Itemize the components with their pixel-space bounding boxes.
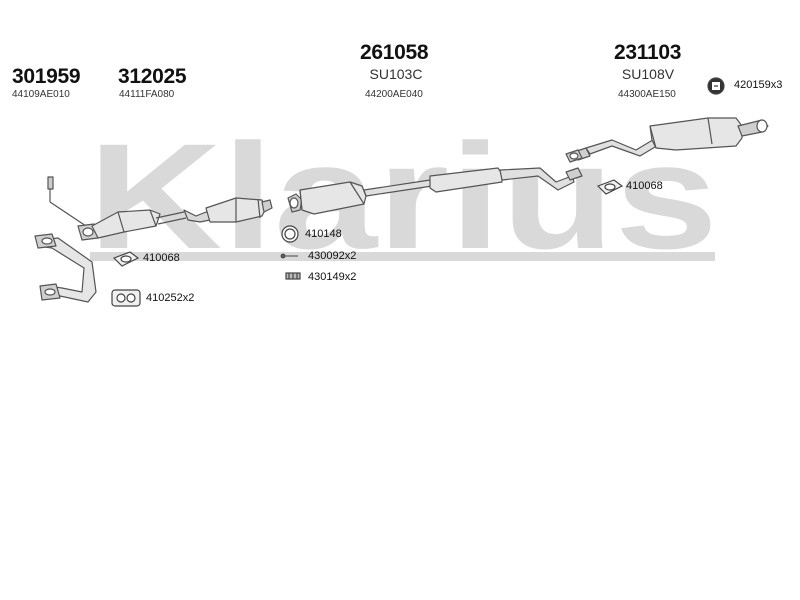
code-centre-silencer: SU103C (369, 66, 423, 82)
part-number-catalyst[interactable]: 312025 (118, 65, 187, 88)
part-number-front-pipe[interactable]: 301959 (12, 65, 81, 88)
clamp-icon[interactable] (707, 77, 725, 95)
fitting-label-double-gasket[interactable]: 410252x2 (146, 292, 195, 304)
part-number-rear-silencer[interactable]: 231103 (614, 41, 682, 64)
gasket-icon[interactable] (596, 179, 624, 195)
bolt-icon[interactable] (280, 253, 298, 259)
oem-number-centre-silencer: 44200AE040 (365, 89, 423, 100)
oem-number-front-pipe: 44109AE010 (12, 89, 70, 100)
lambda-sensor-icon (47, 176, 87, 227)
part-number-centre-silencer[interactable]: 261058 (360, 41, 429, 64)
front-pipe[interactable] (34, 233, 97, 303)
double-gasket-icon[interactable] (111, 289, 141, 307)
fitting-label-bolt[interactable]: 430092x2 (308, 250, 357, 262)
catalyst-front[interactable] (91, 209, 187, 239)
oem-number-rear-silencer: 44300AE150 (618, 89, 676, 100)
rear-silencer[interactable] (573, 117, 769, 161)
rear-joint-gasket-icon (565, 149, 583, 163)
ring-gasket-icon[interactable] (281, 225, 299, 243)
fitting-label-spring-bolt[interactable]: 430149x2 (308, 271, 357, 283)
fitting-label-front-gasket[interactable]: 410068 (143, 252, 180, 264)
catalyst-pipe[interactable] (183, 197, 273, 223)
fitting-label-clamp[interactable]: 420159x3 (734, 79, 783, 91)
fitting-label-rear-gasket[interactable]: 410068 (626, 180, 663, 192)
oem-number-catalyst: 44111FA080 (119, 89, 175, 100)
code-rear-silencer: SU108V (621, 66, 675, 82)
spring-bolt-icon[interactable] (285, 272, 301, 280)
gasket-icon[interactable] (112, 251, 140, 267)
centre-silencer[interactable] (287, 167, 583, 215)
fitting-label-ring-gasket[interactable]: 410148 (305, 228, 342, 240)
